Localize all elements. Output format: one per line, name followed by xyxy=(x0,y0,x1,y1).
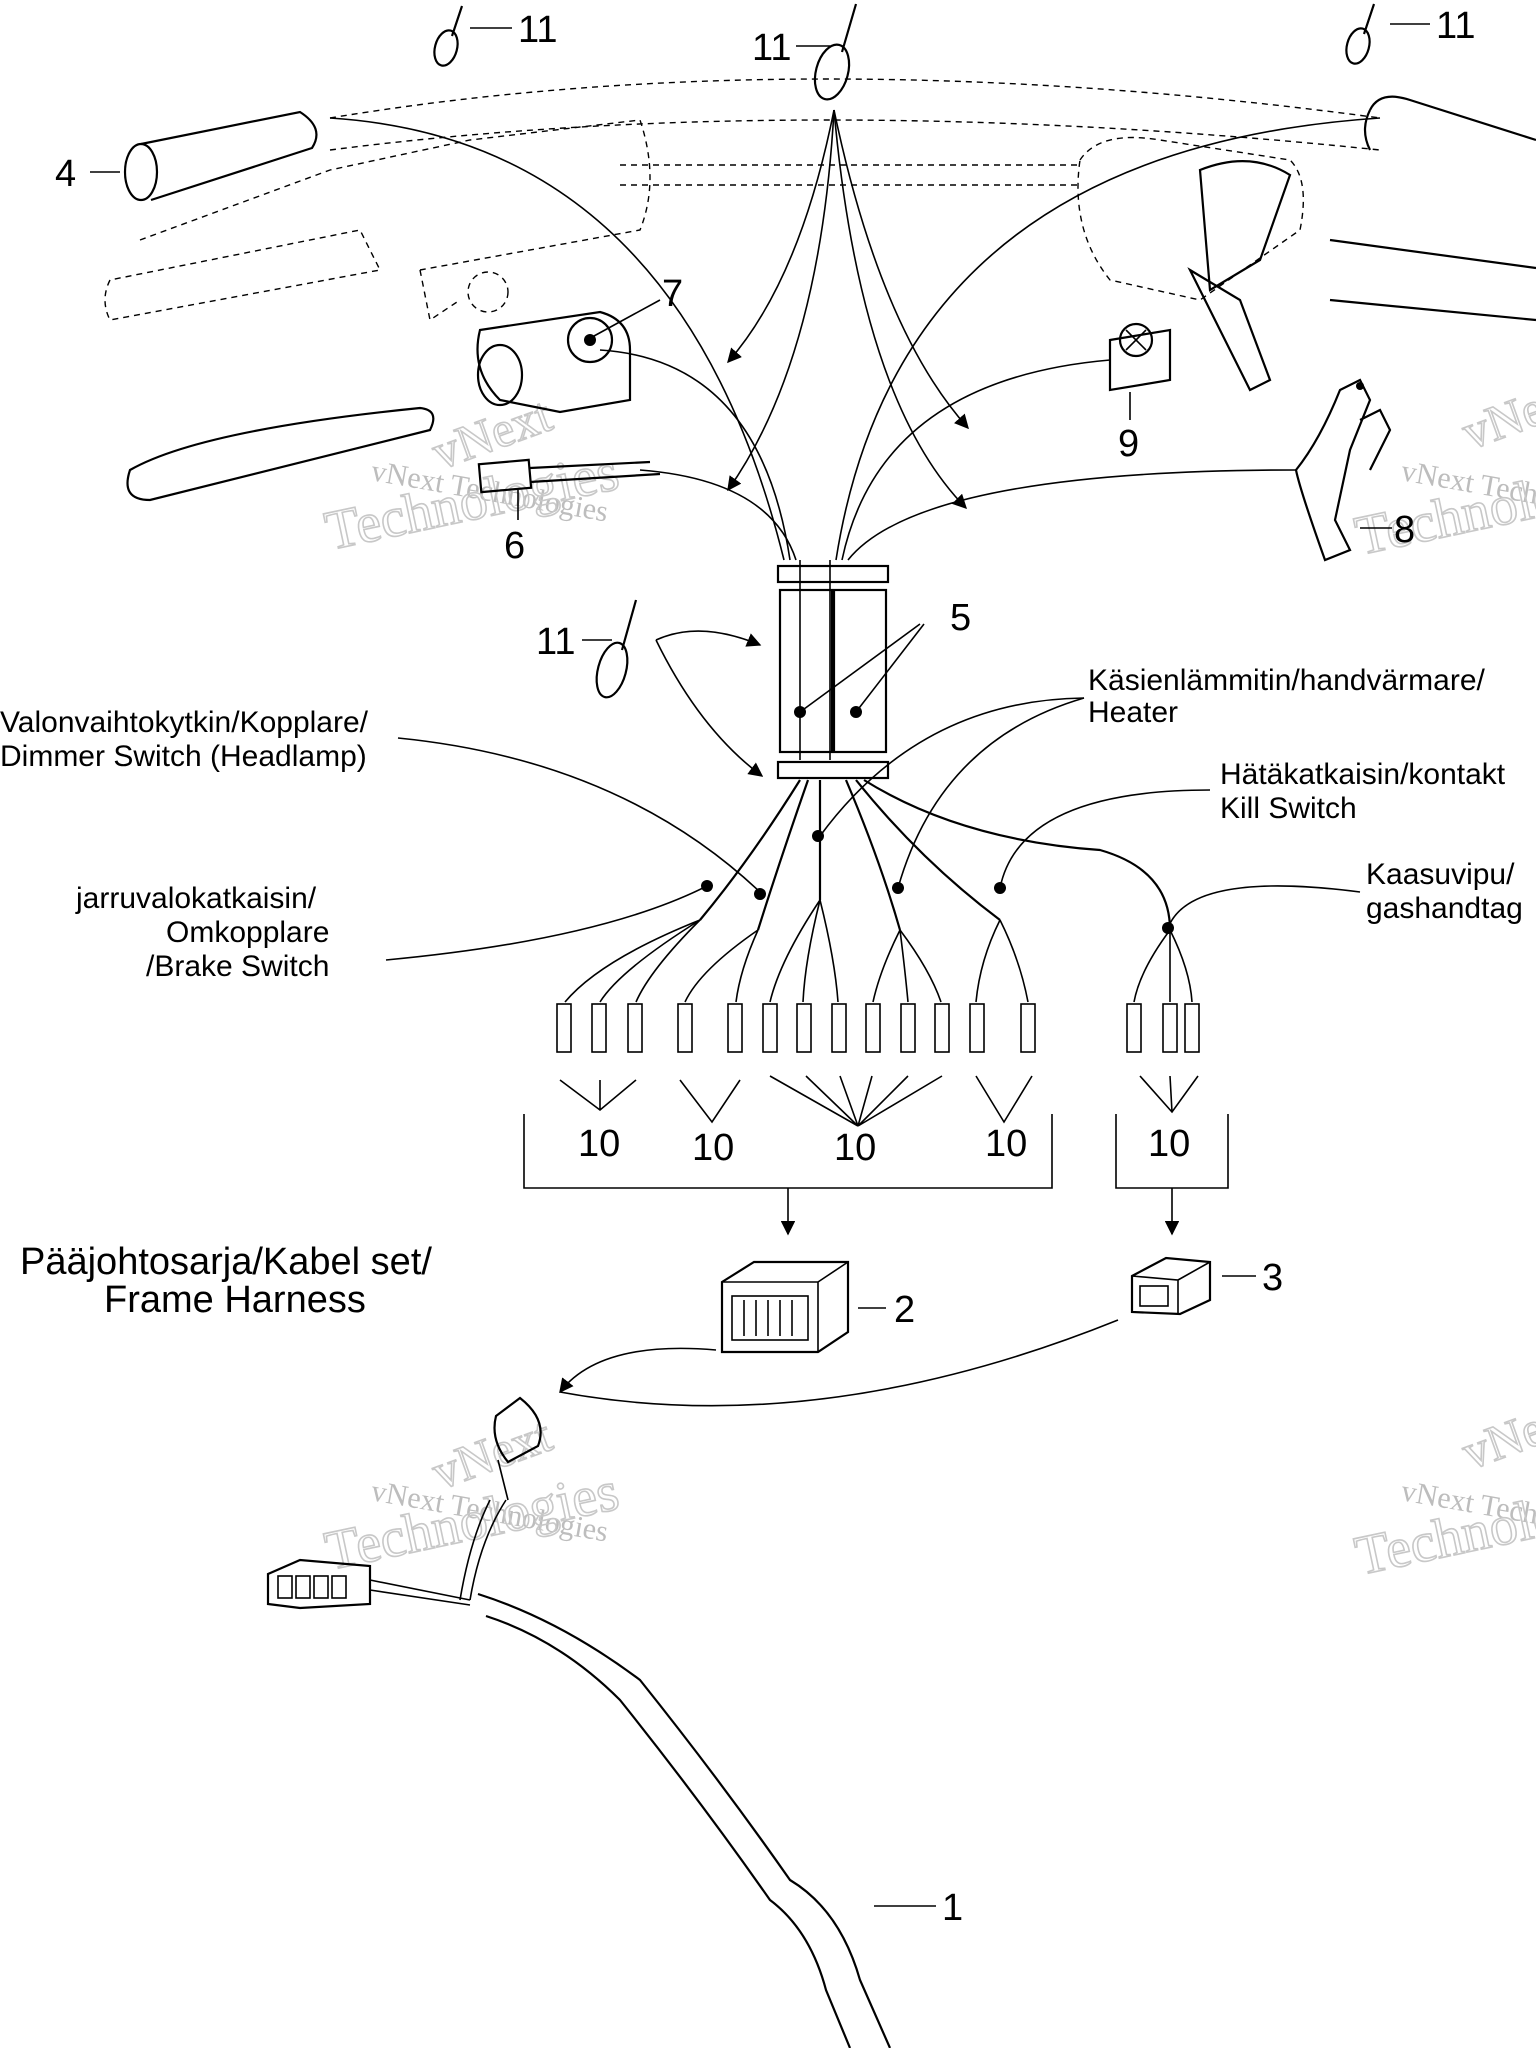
svg-text:Frame Harness: Frame Harness xyxy=(104,1279,366,1321)
callout-8: 8 xyxy=(1394,509,1415,551)
callout-10-e: 10 xyxy=(1148,1123,1190,1165)
handlebar: 4 xyxy=(55,78,1536,392)
frame-harness-part-1: 1 xyxy=(266,1396,963,2048)
svg-text:Valonvaihtokytkin/Kopplare/: Valonvaihtokytkin/Kopplare/ xyxy=(0,706,369,739)
label-heater: Käsienlämmitin/handvärmare/ Heater xyxy=(819,664,1486,889)
sleeve-assembly-part-5: 5 xyxy=(776,564,971,780)
callout-11-d: 11 xyxy=(536,621,575,663)
grip-part-4: 4 xyxy=(55,110,318,202)
callout-4: 4 xyxy=(55,153,76,195)
watermark-bottom-center: vNext vNext Technologies Technologies xyxy=(319,1405,625,1583)
callout-11-a: 11 xyxy=(518,9,557,51)
svg-text:Kaasuvipu/: Kaasuvipu/ xyxy=(1366,858,1515,891)
label-throttle: Kaasuvipu/ gashandtag xyxy=(1167,858,1523,929)
connector-part-2: 2 xyxy=(720,1260,915,1354)
cable-tie-top-left: 11 xyxy=(433,5,557,67)
label-kill-switch: Hätäkatkaisin/kontakt Kill Switch xyxy=(999,758,1506,889)
callout-1: 1 xyxy=(942,1887,963,1929)
upper-wires xyxy=(329,117,1381,760)
watermark-bottom-right: vNext vNext Technologies Technologies xyxy=(1349,1385,1536,1588)
callout-10-d: 10 xyxy=(985,1123,1027,1165)
svg-text:Kill Switch: Kill Switch xyxy=(1220,792,1357,825)
svg-text:gashandtag: gashandtag xyxy=(1366,892,1523,925)
callout-10-c: 10 xyxy=(834,1127,876,1169)
label-frame-harness: Pääjohtosarja/Kabel set/ Frame Harness xyxy=(20,1241,432,1321)
label-dimmer-switch: Valonvaihtokytkin/Kopplare/ Dimmer Switc… xyxy=(0,706,761,893)
connector-part-3: 3 xyxy=(1130,1256,1283,1316)
svg-text:/Brake Switch: /Brake Switch xyxy=(146,950,329,983)
callout-10-a: 10 xyxy=(578,1123,620,1165)
leader-curve-3 xyxy=(559,1319,1119,1407)
svg-text:Omkopplare: Omkopplare xyxy=(166,916,329,949)
cable-tie-top-right: 11 xyxy=(1345,3,1475,65)
svg-text:Käsienlämmitin/handvärmare/: Käsienlämmitin/handvärmare/ xyxy=(1088,664,1486,697)
label-brake-switch: jarruvalokatkaisin/ Omkopplare /Brake Sw… xyxy=(75,882,708,983)
watermark-top-right: vNext vNext Technologies Technologies xyxy=(1349,365,1536,568)
svg-text:vNext: vNext xyxy=(1455,366,1536,460)
svg-text:vNext: vNext xyxy=(1455,1386,1536,1480)
lower-wire-breakout xyxy=(564,779,1193,1003)
kill-switch-part-9: 9 xyxy=(1108,322,1172,465)
cable-tie-middle-left: 11 xyxy=(536,599,638,699)
callout-3: 3 xyxy=(1262,1257,1283,1299)
callout-11-c: 11 xyxy=(1436,5,1475,47)
brackets xyxy=(523,1114,1229,1236)
callout-5: 5 xyxy=(950,597,971,639)
terminal-row-part-10: 10 10 10 10 10 xyxy=(556,1003,1200,1169)
watermark-top-center: vNext vNext Technologies Technologies xyxy=(319,385,625,563)
leader-arrow-2 xyxy=(559,1347,717,1394)
cable-tie-top-center: 11 xyxy=(752,3,858,101)
svg-text:Hätäkatkaisin/kontakt: Hätäkatkaisin/kontakt xyxy=(1220,758,1506,791)
dimmer-switch-part-7: 7 xyxy=(476,273,683,414)
callout-11-b: 11 xyxy=(752,27,791,69)
tie-leader-arrows xyxy=(655,109,969,777)
callout-6: 6 xyxy=(504,525,525,567)
callout-10-b: 10 xyxy=(692,1127,734,1169)
callout-9: 9 xyxy=(1118,423,1139,465)
svg-text:Dimmer Switch (Headlamp): Dimmer Switch (Headlamp) xyxy=(0,740,367,773)
callout-7: 7 xyxy=(662,273,683,315)
svg-text:jarruvalokatkaisin/: jarruvalokatkaisin/ xyxy=(75,882,317,915)
svg-text:Pääjohtosarja/Kabel set/: Pääjohtosarja/Kabel set/ xyxy=(20,1241,432,1283)
throttle-switch-part-8: 8 xyxy=(1294,378,1415,562)
callout-2: 2 xyxy=(894,1289,915,1331)
svg-text:Heater: Heater xyxy=(1088,696,1178,729)
brake-switch-part-6: 6 xyxy=(126,406,661,567)
